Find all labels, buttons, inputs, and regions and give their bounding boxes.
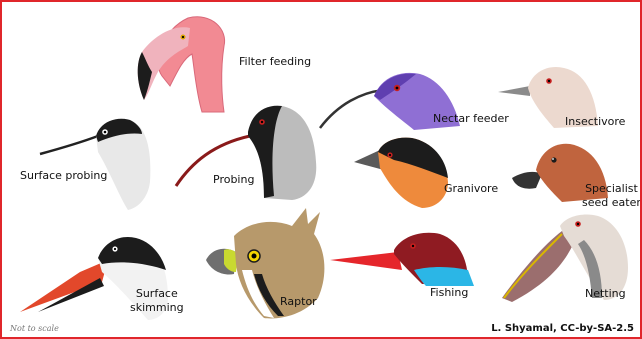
label-raptor: Raptor: [280, 295, 317, 309]
surface-probing-head-illustration: [40, 119, 150, 210]
label-granivore: Granivore: [444, 182, 498, 196]
label-specialist-seed-eater: Specialist seed eater: [582, 182, 641, 210]
label-fishing: Fishing: [430, 286, 468, 300]
flamingo-head-illustration: [138, 17, 225, 112]
label-surface-skimming-line-2: skimming: [130, 301, 184, 315]
granivore-head-illustration: [354, 138, 448, 208]
label-filter-feeding: Filter feeding: [239, 55, 311, 69]
not-to-scale-note: Not to scale: [10, 324, 59, 333]
label-surface-skimming: Surface skimming: [130, 287, 184, 315]
label-surface-probing: Surface probing: [20, 169, 107, 183]
label-specialist-line-2: seed eater: [582, 196, 641, 210]
label-surface-skimming-line-1: Surface: [130, 287, 184, 301]
kingfisher-head-illustration: [330, 233, 474, 286]
label-netting: Netting: [585, 287, 626, 301]
label-insectivore: Insectivore: [565, 115, 625, 129]
label-probing: Probing: [213, 173, 254, 187]
credit-text: L. Shyamal, CC-by-SA-2.5: [491, 323, 634, 334]
label-specialist-line-1: Specialist: [582, 182, 641, 196]
label-nectar-feeder: Nectar feeder: [433, 112, 509, 126]
